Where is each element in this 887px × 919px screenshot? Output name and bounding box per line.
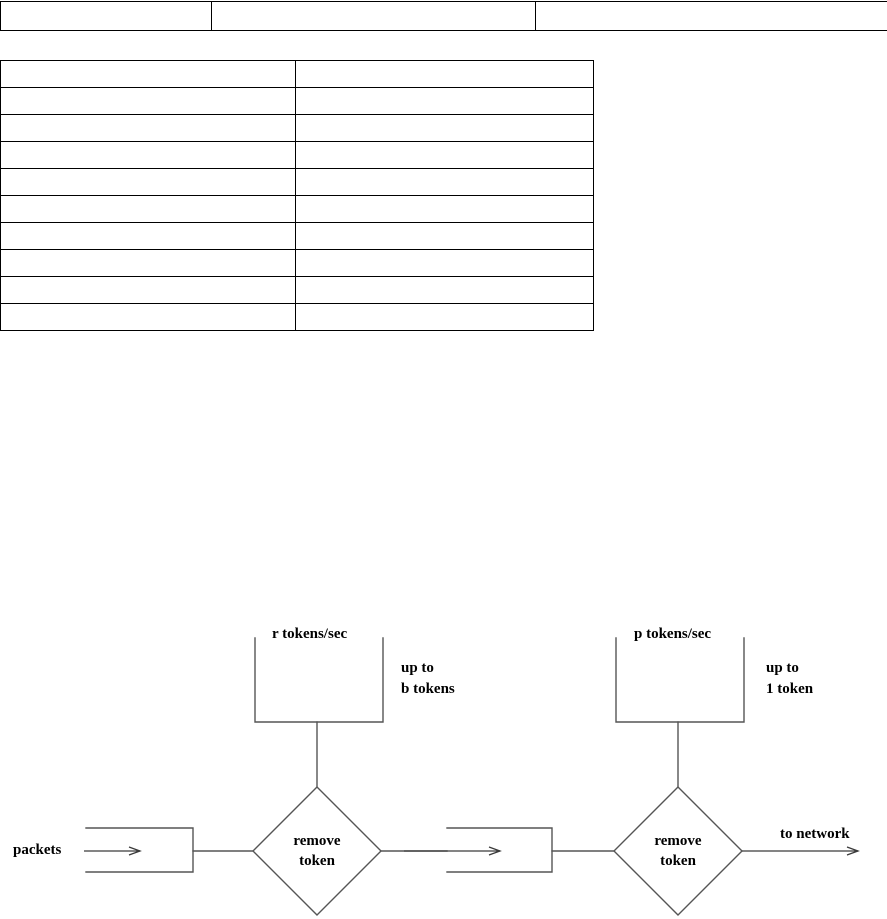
table-cell-value — [295, 60, 594, 88]
queue-box-1-shape — [85, 827, 194, 873]
header-cell-1 — [211, 1, 536, 31]
table-cell-key — [0, 141, 296, 169]
table-cell-key — [0, 168, 296, 196]
bucket-2-rate-label: p tokens/sec — [634, 626, 712, 642]
table-row — [0, 276, 594, 304]
table-cell-value — [295, 114, 594, 142]
table-row — [0, 60, 594, 88]
table-cell-value — [295, 195, 594, 223]
table-cell-value — [295, 222, 594, 250]
table-row — [0, 222, 594, 250]
table-row — [0, 1, 887, 31]
table-cell-value — [295, 141, 594, 169]
bucket-2-capacity-label-line1: up to — [766, 660, 799, 676]
remove-token-diamond-2-label-line2: token — [660, 853, 696, 869]
table-cell-value — [295, 249, 594, 277]
remove-token-diamond-1-shape — [252, 786, 382, 916]
token-bucket-1-shape — [254, 637, 384, 723]
bucket-1-capacity-label-line2: b tokens — [401, 681, 455, 697]
table-cell-key — [0, 303, 296, 331]
header-table — [0, 1, 887, 31]
bucket-1-rate-label: r tokens/sec — [272, 626, 348, 642]
table-row — [0, 303, 594, 331]
remove-token-diamond-2-label-line1: remove — [654, 833, 702, 849]
table-cell-value — [295, 87, 594, 115]
table-row — [0, 195, 594, 223]
table-row — [0, 87, 594, 115]
token-bucket-2-shape — [615, 637, 745, 723]
table-row — [0, 114, 594, 142]
remove-token-diamond-2-shape — [613, 786, 743, 916]
table-cell-key — [0, 222, 296, 250]
table-row — [0, 141, 594, 169]
table-cell-key — [0, 276, 296, 304]
table-cell-key — [0, 87, 296, 115]
bucket-2-capacity-label-line2: 1 token — [766, 681, 814, 697]
table-cell-key — [0, 114, 296, 142]
to-network-label: to network — [780, 826, 850, 842]
table-row — [0, 168, 594, 196]
header-cell-2 — [535, 1, 887, 31]
bucket-1-capacity-label-line1: up to — [401, 660, 434, 676]
packets-label: packets — [13, 842, 62, 858]
table-cell-value — [295, 168, 594, 196]
queue-box-2-shape — [446, 827, 553, 873]
remove-token-diamond-1-label-line1: remove — [293, 833, 341, 849]
table-cell-key — [0, 60, 296, 88]
main-table — [0, 60, 594, 331]
table-row — [0, 249, 594, 277]
remove-token-diamond-1-label-line2: token — [299, 853, 335, 869]
table-cell-value — [295, 303, 594, 331]
table-cell-value — [295, 276, 594, 304]
header-cell-0 — [0, 1, 212, 31]
table-cell-key — [0, 195, 296, 223]
table-cell-key — [0, 249, 296, 277]
